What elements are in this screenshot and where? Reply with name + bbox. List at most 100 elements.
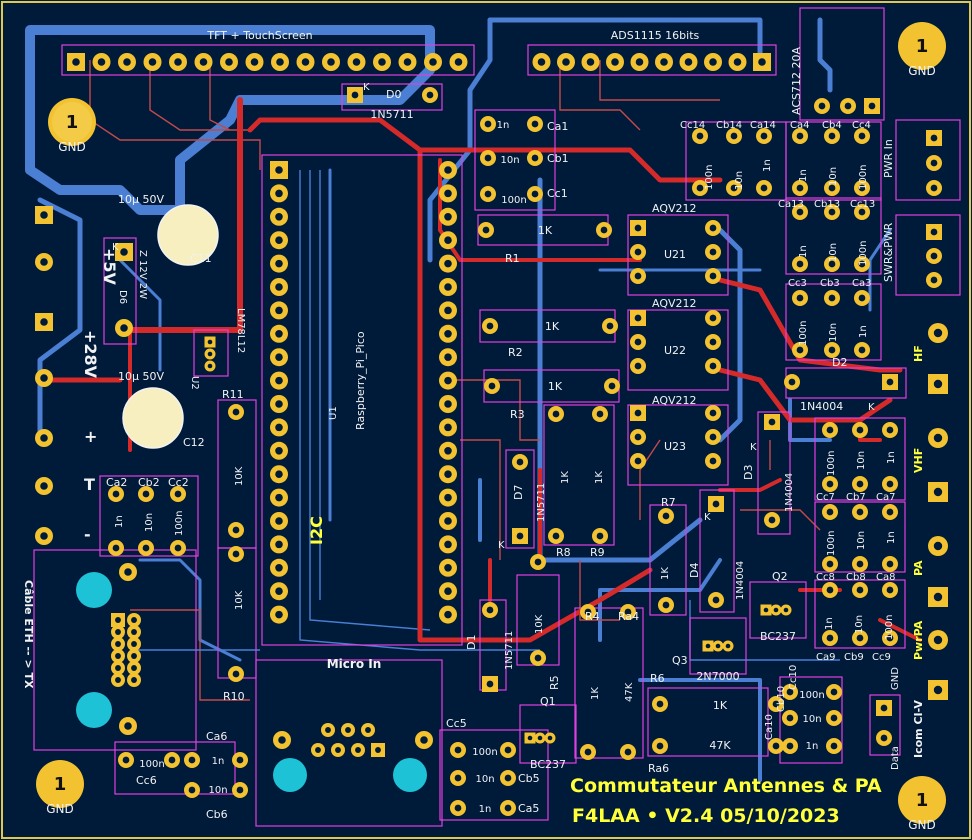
pad-drill: [772, 742, 780, 750]
pad-drill: [403, 58, 412, 66]
pad-drill: [768, 418, 776, 426]
pad-drill: [444, 236, 452, 244]
d2-cathode-mark: K: [868, 402, 875, 413]
cb2-val: 10n: [144, 513, 155, 532]
pad-drill: [796, 294, 804, 302]
ca2-val: 1n: [114, 515, 125, 528]
pad-drill: [634, 362, 642, 370]
pad-drill: [168, 756, 176, 764]
pad-drill: [355, 747, 361, 753]
pad-drill: [858, 260, 866, 268]
u23-ref: U23: [664, 440, 686, 453]
pad-drill: [97, 58, 106, 66]
cc2-val: 100n: [174, 511, 185, 536]
pad-drill: [537, 58, 546, 66]
pad-drill: [531, 154, 539, 162]
pad-drill: [484, 190, 492, 198]
pad-drill: [232, 408, 240, 416]
pad-drill: [760, 132, 768, 140]
pad-drill: [709, 314, 717, 322]
pad-drill: [933, 685, 943, 695]
icom-civ-label: Icom CI-V: [912, 700, 925, 758]
pad-drill: [709, 362, 717, 370]
cb7-val: 10n: [856, 451, 867, 470]
r5-val: 10K: [534, 614, 545, 634]
q2-part: BC237: [760, 630, 796, 643]
q2-ref: Q2: [772, 570, 788, 583]
pad-drill: [444, 306, 452, 315]
pad-drill: [624, 608, 632, 616]
pad-drill: [504, 804, 512, 812]
pwr-in-label: PWR In: [882, 139, 895, 178]
ca2-ref: Ca2: [106, 476, 127, 489]
ca5-ref: Ca5: [518, 802, 539, 815]
pa-label: PA: [912, 560, 925, 576]
pad-drill: [586, 58, 595, 66]
pad-drill: [634, 433, 642, 441]
pad-drill: [275, 540, 283, 549]
pad-drill: [420, 736, 428, 744]
micro-in-label: Micro In: [327, 657, 382, 671]
pad-drill: [516, 458, 524, 466]
r7-ref: R7: [661, 496, 676, 509]
pad-drill: [886, 586, 894, 594]
r2-val: 1K: [545, 320, 560, 333]
pad-drill: [858, 184, 866, 192]
pad-drill: [444, 330, 452, 338]
pad-drill: [733, 58, 742, 66]
pad-drill: [933, 433, 943, 443]
pad-drill: [844, 102, 852, 110]
cable-eth-label: Câble ETH -- > TX: [22, 580, 35, 689]
pad-drill: [335, 747, 341, 753]
pad-drill: [275, 610, 283, 619]
pad-drill: [275, 330, 283, 338]
pad-drill: [868, 102, 876, 110]
pad-drill: [275, 587, 283, 595]
r6-val: 1K: [713, 699, 728, 712]
pad-drill: [856, 426, 864, 434]
pad-drill: [444, 493, 452, 502]
ads-header-label: ADS1115 16bits: [611, 29, 700, 42]
cb4-ref: Cb4: [822, 120, 842, 131]
ca8-val: 1n: [886, 531, 897, 544]
pad-drill: [656, 700, 664, 708]
pad-drill: [818, 102, 826, 110]
ca8-ref: Ca8: [876, 572, 895, 583]
c11-val: 10µ 50V: [118, 193, 164, 206]
mounting-hole-label: GND: [58, 140, 86, 154]
u22-part: AQV212: [652, 297, 697, 310]
pad-drill: [886, 378, 894, 386]
pad-drill: [709, 409, 717, 417]
r10-ref: R10: [223, 690, 245, 703]
pad-drill: [712, 596, 720, 604]
pad-drill: [783, 607, 789, 613]
pad-drill: [886, 480, 894, 488]
pad-drill: [715, 643, 721, 649]
r6-ref: R6: [650, 672, 665, 685]
pad-drill: [534, 558, 542, 566]
pad-drill: [444, 540, 452, 549]
d4-part: 1N4004: [735, 561, 746, 600]
pad-drill: [115, 677, 121, 683]
pad-drill: [131, 677, 137, 683]
pad-drill: [301, 58, 310, 66]
cb5-ref: Cb5: [518, 772, 540, 785]
pad-drill: [886, 634, 894, 642]
pad-drill: [124, 722, 132, 730]
pad-drill: [696, 184, 704, 192]
cb8-val: 10n: [856, 531, 867, 550]
pad-drill: [788, 378, 796, 386]
pad-drill: [174, 58, 182, 66]
pad-drill: [826, 560, 834, 568]
cb2-ref: Cb2: [138, 476, 160, 489]
pad-drill: [562, 58, 570, 66]
pad-drill: [325, 727, 331, 733]
pad-drill: [886, 508, 894, 516]
pad-drill: [828, 346, 836, 354]
pad-drill: [232, 550, 240, 558]
cb9-val: 10n: [854, 615, 865, 634]
pad-drill: [611, 58, 619, 66]
pad-drill: [606, 322, 614, 330]
d3-ref: D3: [742, 465, 755, 480]
